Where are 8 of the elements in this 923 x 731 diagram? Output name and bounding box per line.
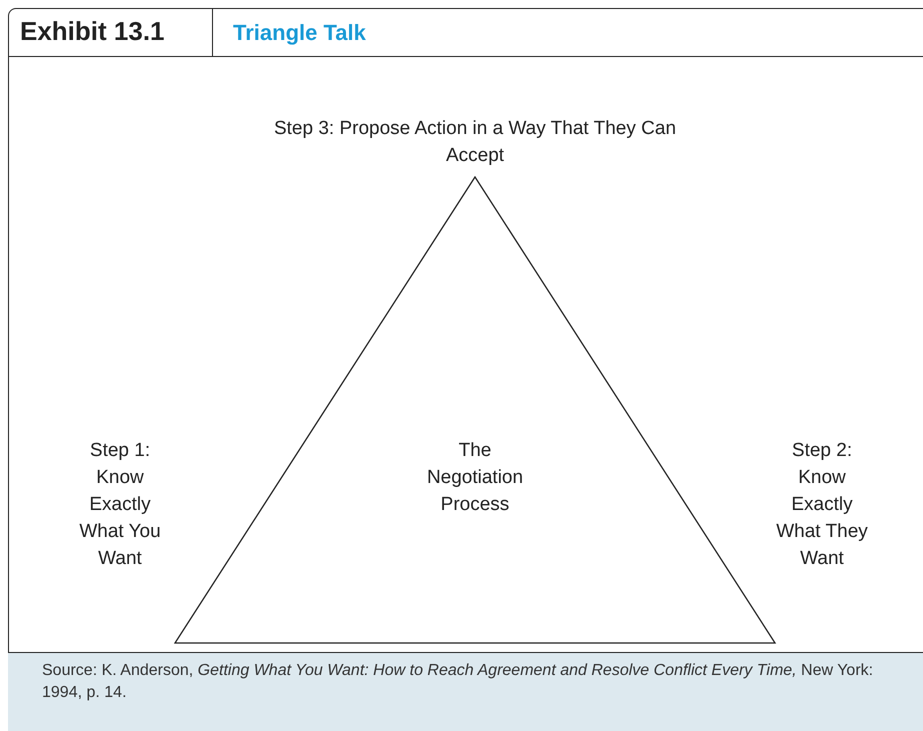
- step-label: Step 3: Propose Action in a Way That They Can Accept: [272, 117, 678, 168]
- exhibit-title: Triangle Talk: [233, 19, 366, 47]
- triangle-shape: [174, 176, 776, 644]
- step-label: Step 2: Know Exactly What They Want: [775, 439, 869, 571]
- center-label: The Negotiation Process: [426, 439, 524, 517]
- source-caption: Source: K. Anderson, Getting What You Want: How to Reach Agreement and Resolve Conflict Every Time, New York: 1994, p. 14.: [8, 653, 923, 731]
- exhibit-number: Exhibit 13.1: [20, 15, 166, 48]
- step-label: Step 1: Know Exactly What You Want: [78, 439, 162, 571]
